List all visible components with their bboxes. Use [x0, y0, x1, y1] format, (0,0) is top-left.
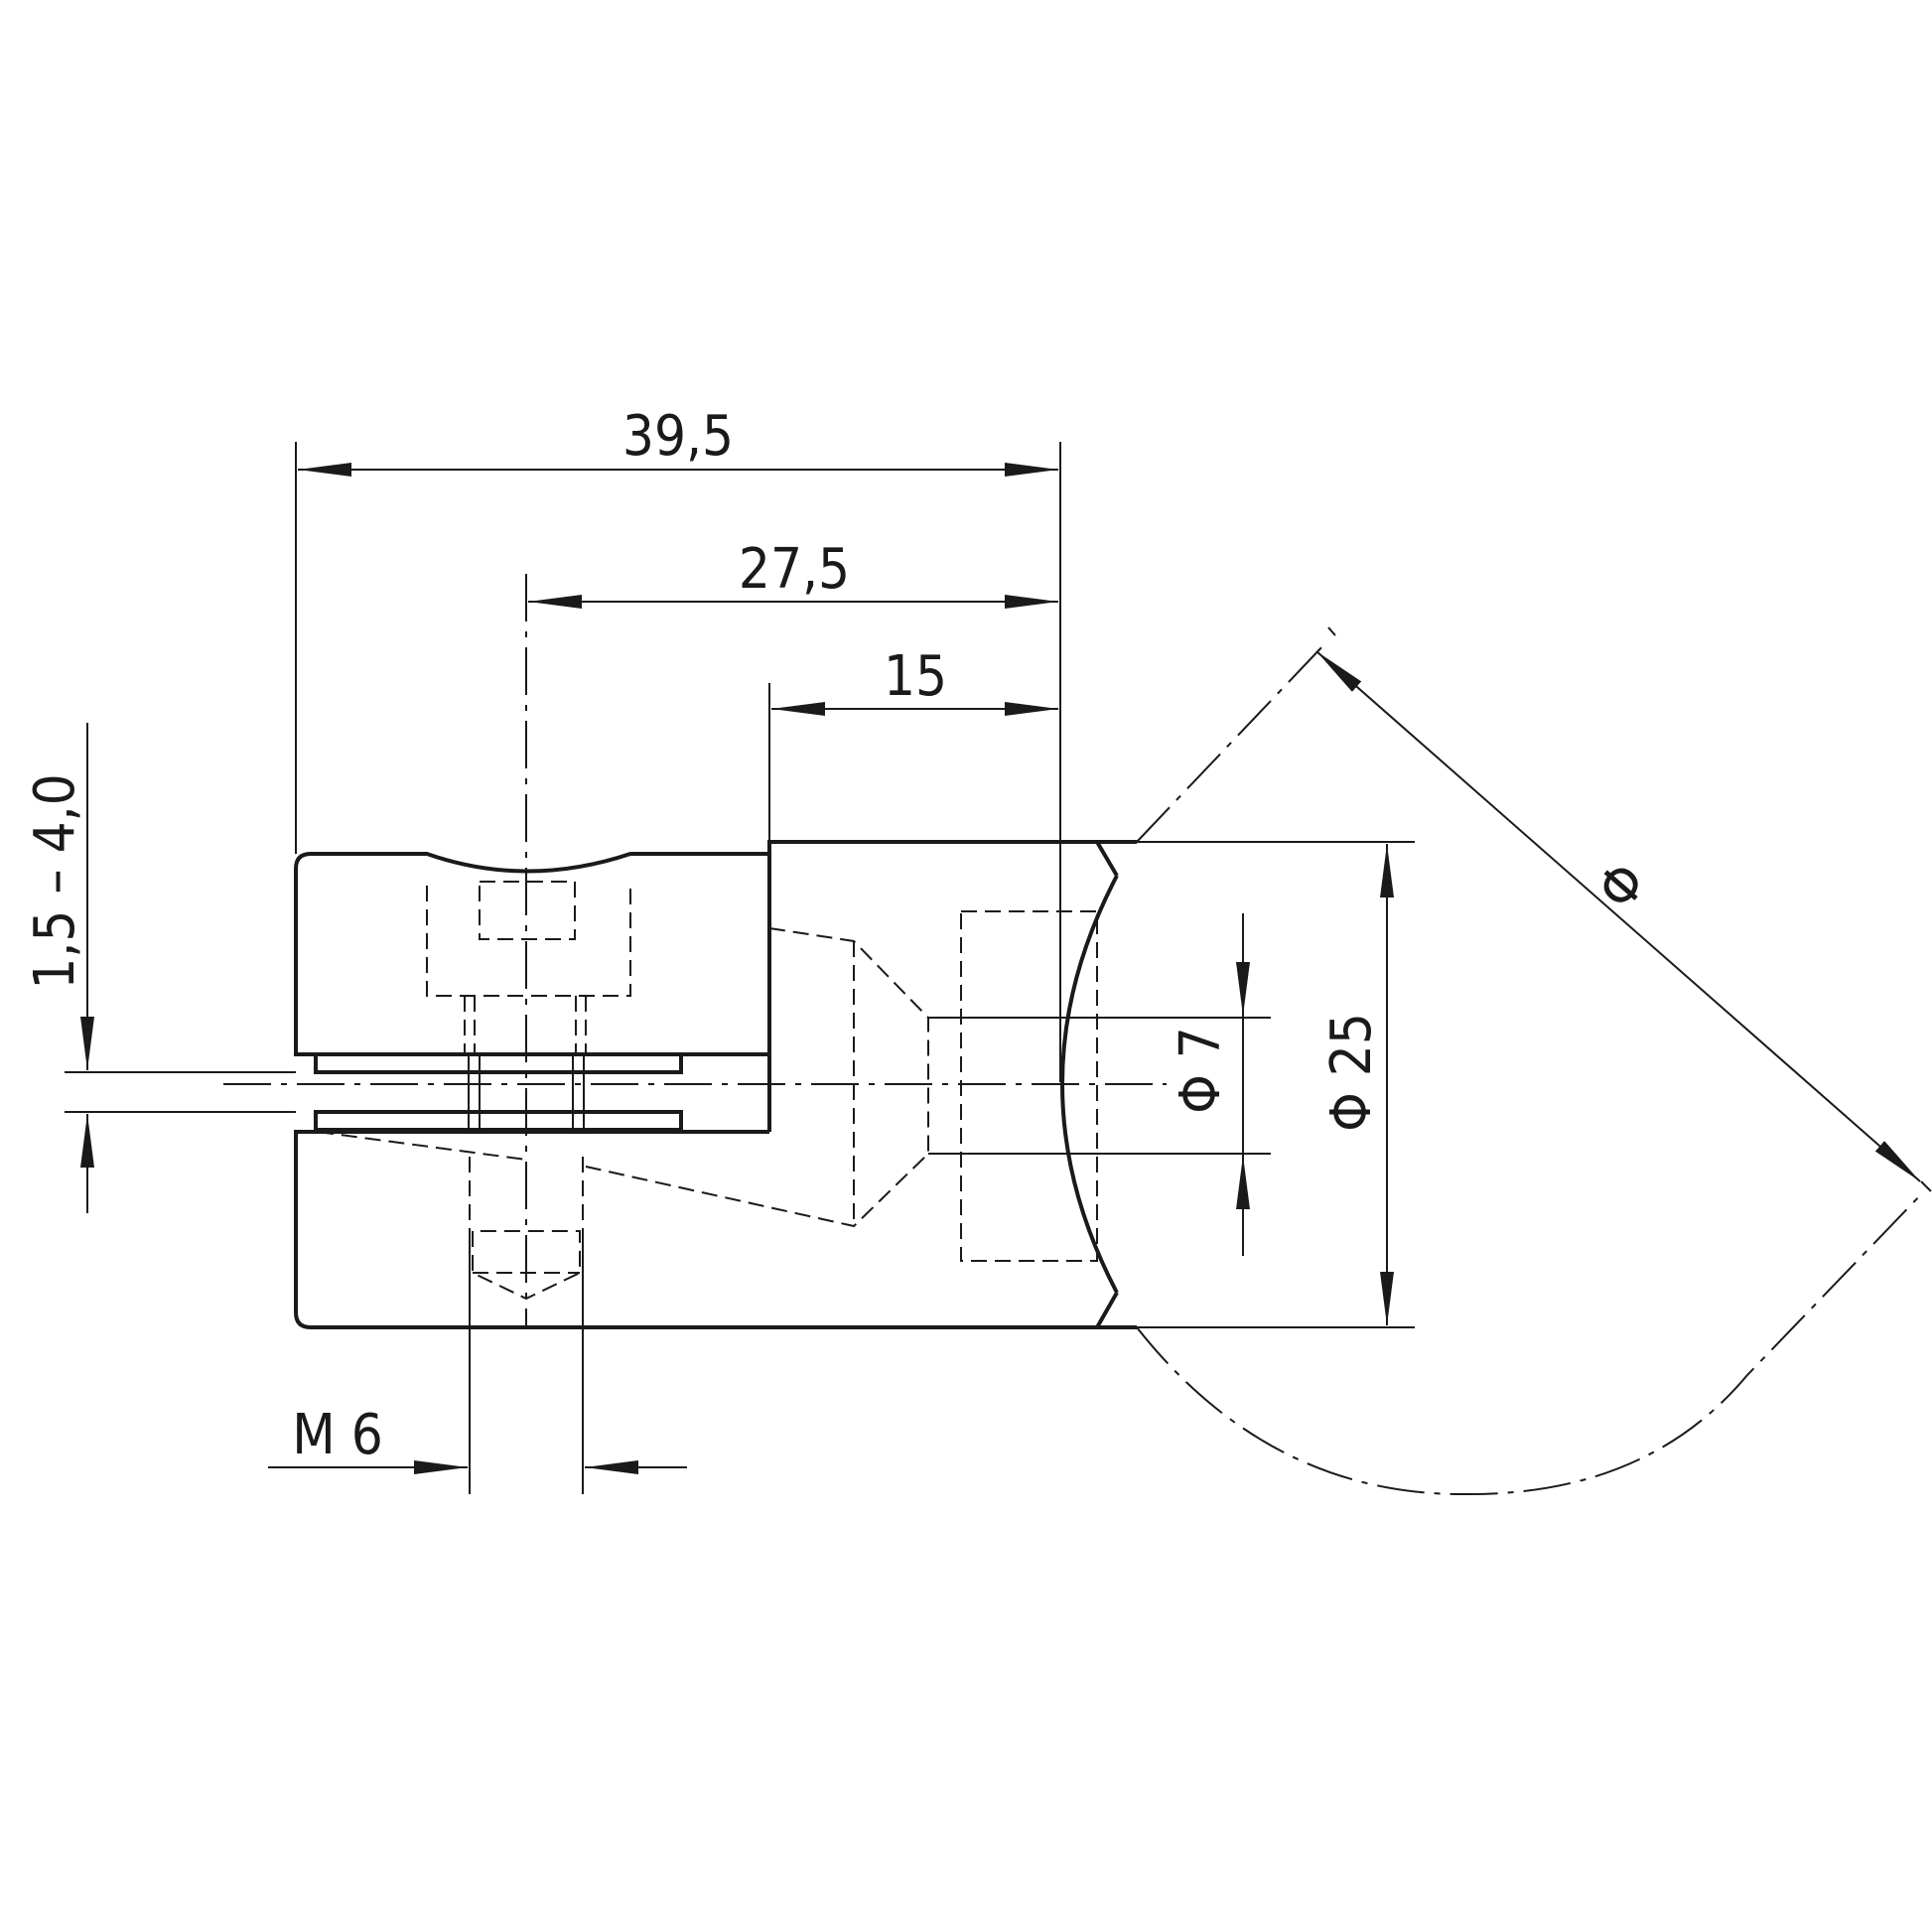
label-step-length: 15 — [884, 644, 947, 709]
extension-lines — [65, 442, 1932, 1494]
threaded-hole — [469, 1157, 584, 1301]
label-thread: M 6 — [292, 1403, 383, 1467]
label-screw-axis: 27,5 — [739, 537, 850, 602]
label-overall-length: 39,5 — [622, 404, 734, 469]
dim-line-tube-diameter — [1315, 650, 1921, 1182]
screw-head-pocket — [426, 886, 631, 997]
large-bore — [960, 910, 1098, 1262]
label-large-bore: Φ 25 — [1319, 1013, 1384, 1132]
main-block-outline — [294, 840, 1119, 1329]
hidden-features — [317, 881, 1167, 1301]
upper-jaw-outline — [294, 852, 771, 1056]
dimension-labels: 39,5 27,5 15 1,5 – 4,0 M 6 Φ 7 Φ 25 Φ — [23, 404, 1660, 1467]
center-lines — [223, 574, 1925, 1496]
label-small-bore: Φ 7 — [1169, 1027, 1233, 1114]
label-gap-range: 1,5 – 4,0 — [23, 773, 87, 989]
label-tube-diameter: Φ — [1586, 851, 1660, 923]
conical-bore — [585, 927, 929, 1228]
dimension-lines — [80, 463, 1921, 1474]
glass-insert-top — [314, 1052, 683, 1074]
tube-phantom-outline — [1136, 642, 1925, 1496]
clamp-body — [294, 840, 1137, 1329]
glass-insert-bottom — [314, 1110, 683, 1132]
